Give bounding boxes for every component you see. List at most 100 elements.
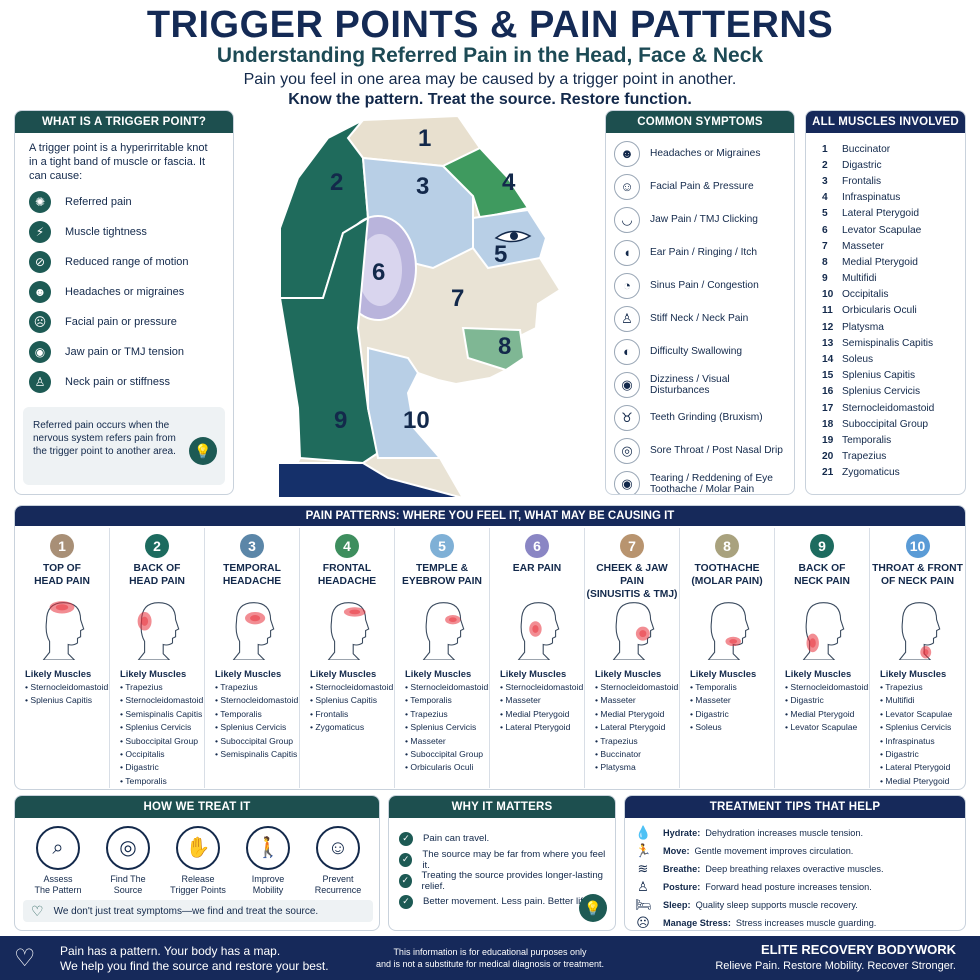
treat-step-line-1: Assess — [43, 874, 73, 884]
likely-muscle-item: Splenius Capitis — [25, 694, 109, 707]
swallow-icon: ◐ — [614, 338, 640, 365]
likely-muscle-item: Suboccipital Group — [215, 735, 299, 748]
pattern-number: 2 — [145, 534, 169, 558]
head-profile-icon — [42, 601, 85, 660]
stress-icon: ☹ — [636, 915, 650, 930]
treat-step-line-1: Find The — [110, 874, 146, 884]
symptom-label: Difficulty Swallowing — [650, 346, 743, 357]
tip-item: ♙Posture:Forward head posture increases … — [635, 878, 957, 896]
likely-muscles-label: Likely Muscles — [25, 668, 92, 679]
cause-label: Headaches or migraines — [65, 286, 185, 298]
muscle-number: 15 — [822, 370, 834, 382]
muscle-number: 7 — [822, 240, 828, 252]
pattern-title-line-2: (SINUSITIS & TMJ) — [586, 589, 678, 600]
symptom-label: Tearing / Reddening of Eye — [650, 472, 773, 484]
migraine-icon: ☻ — [614, 140, 640, 167]
likely-muscle-item: Lateral Pterygoid — [880, 761, 965, 774]
pattern-title-line-1: TEMPLE & — [415, 563, 469, 574]
why-text: Better movement. Less pain. Better life. — [423, 896, 591, 907]
pattern-title-line-2: HEADACHE — [317, 576, 377, 587]
likely-muscle-item: Splenius Cervicis — [215, 721, 299, 734]
symptom-label: Dizziness / Visual Disturbances — [650, 373, 730, 396]
muscle-number: 10 — [822, 289, 834, 301]
tips-panel: TREATMENT TIPS THAT HELP 💧Hydrate:Dehydr… — [624, 795, 966, 931]
pattern-number: 8 — [715, 534, 739, 558]
muscle-number: 5 — [822, 208, 828, 220]
symptoms-heading: COMMON SYMPTOMS — [606, 111, 794, 133]
muscle-name: Suboccipital Group — [842, 418, 929, 430]
likely-muscle-item: Digastric — [120, 761, 204, 774]
zone-label-5: 5 — [494, 241, 507, 268]
symptom-text: Stiff Neck / Neck Pain — [650, 313, 748, 324]
intro-text: Pain you feel in one area may be caused … — [0, 70, 980, 110]
likely-muscles-label: Likely Muscles — [215, 668, 282, 679]
likely-muscle-item: Trapezius — [880, 681, 965, 694]
likely-muscle-item: Zygomaticus — [310, 721, 394, 734]
footer-disclaimer: This information is for educational purp… — [370, 946, 610, 970]
pattern-title-line-1: EAR PAIN — [512, 563, 562, 574]
symptom-item: ☻ Headaches or Migraines — [614, 137, 786, 170]
symptom-item: ☺Facial Pain & Pressure — [614, 170, 786, 203]
likely-muscles-label: Likely Muscles — [785, 668, 852, 679]
likely-muscle-item: Digastric — [690, 708, 774, 721]
likely-muscle-item: Lateral Pterygoid — [500, 721, 584, 734]
pattern-title-line-2: NECK PAIN — [794, 576, 850, 587]
referred-note: Referred pain occurs when the nervous sy… — [33, 420, 176, 457]
tip-value: Gentle movement improves circulation. — [694, 846, 854, 856]
zone-label-1: 1 — [418, 125, 431, 152]
zone-label-4: 4 — [502, 169, 516, 196]
why-text: The source may be far from where you fee… — [422, 848, 606, 871]
likely-muscle-item: Soleus — [690, 721, 774, 734]
pattern-title-line-2: HEAD PAIN — [34, 576, 90, 587]
pattern-title-line-2: HEAD PAIN — [129, 576, 185, 587]
likely-muscle-item: Trapezius — [405, 708, 489, 721]
pattern-number: 3 — [240, 534, 264, 558]
muscle-number: 13 — [822, 337, 834, 349]
treat-step-line-2: Mobility — [252, 885, 284, 895]
tip-key: Posture: — [663, 882, 701, 892]
likely-muscle-item: Suboccipital Group — [120, 735, 204, 748]
page-title: TRIGGER POINTS & PAIN PATTERNS — [146, 4, 834, 46]
likely-muscle-item: Masseter — [690, 694, 774, 707]
tip-value: Dehydration increases muscle tension. — [705, 828, 864, 838]
footer-brand-block: ELITE RECOVERY BODYWORK Relieve Pain. Re… — [715, 942, 956, 972]
why-item: ✓Pain can travel. — [399, 828, 607, 849]
footer-left: Pain has a pattern. Your body has a map.… — [60, 944, 329, 974]
head-icon: ☻ — [29, 281, 51, 303]
intro-line-1: Pain you feel in one area may be caused … — [243, 71, 737, 88]
likely-muscle-item: Sternocleidomastoid — [595, 681, 679, 694]
referred-note-box: Referred pain occurs when the nervous sy… — [23, 407, 225, 485]
zone-10 — [367, 346, 443, 459]
muscle-name: Masseter — [842, 240, 884, 252]
symptom-text: Jaw Pain / TMJ Clicking — [650, 214, 758, 225]
likely-muscle-list: SternocleidomastoidMasseterMedial Pteryg… — [595, 681, 679, 775]
zone-label-3: 3 — [416, 173, 429, 200]
cause-label: Jaw pain or TMJ tension — [65, 346, 185, 358]
treat-heading: HOW WE TREAT IT — [15, 796, 379, 818]
treat-step-line-2: Source — [113, 885, 143, 895]
cause-item: ♙Neck pain or stiffness — [29, 367, 219, 397]
treat-note-box: ♡ We don't just treat symptoms—we find a… — [23, 900, 373, 922]
symptom-text: Sore Throat / Post Nasal Drip — [650, 445, 783, 456]
muscle-name: Multifidi — [842, 273, 877, 285]
pattern-title-line-2: HEADACHE — [222, 576, 282, 587]
pattern-number: 9 — [810, 534, 834, 558]
symptom-text: Headaches or Migraines — [650, 148, 760, 159]
zone-label-9: 9 — [334, 407, 347, 434]
target-icon: ◎ — [106, 826, 150, 870]
muscle-name: Soleus — [842, 354, 874, 366]
head-profile-icon — [707, 602, 750, 660]
